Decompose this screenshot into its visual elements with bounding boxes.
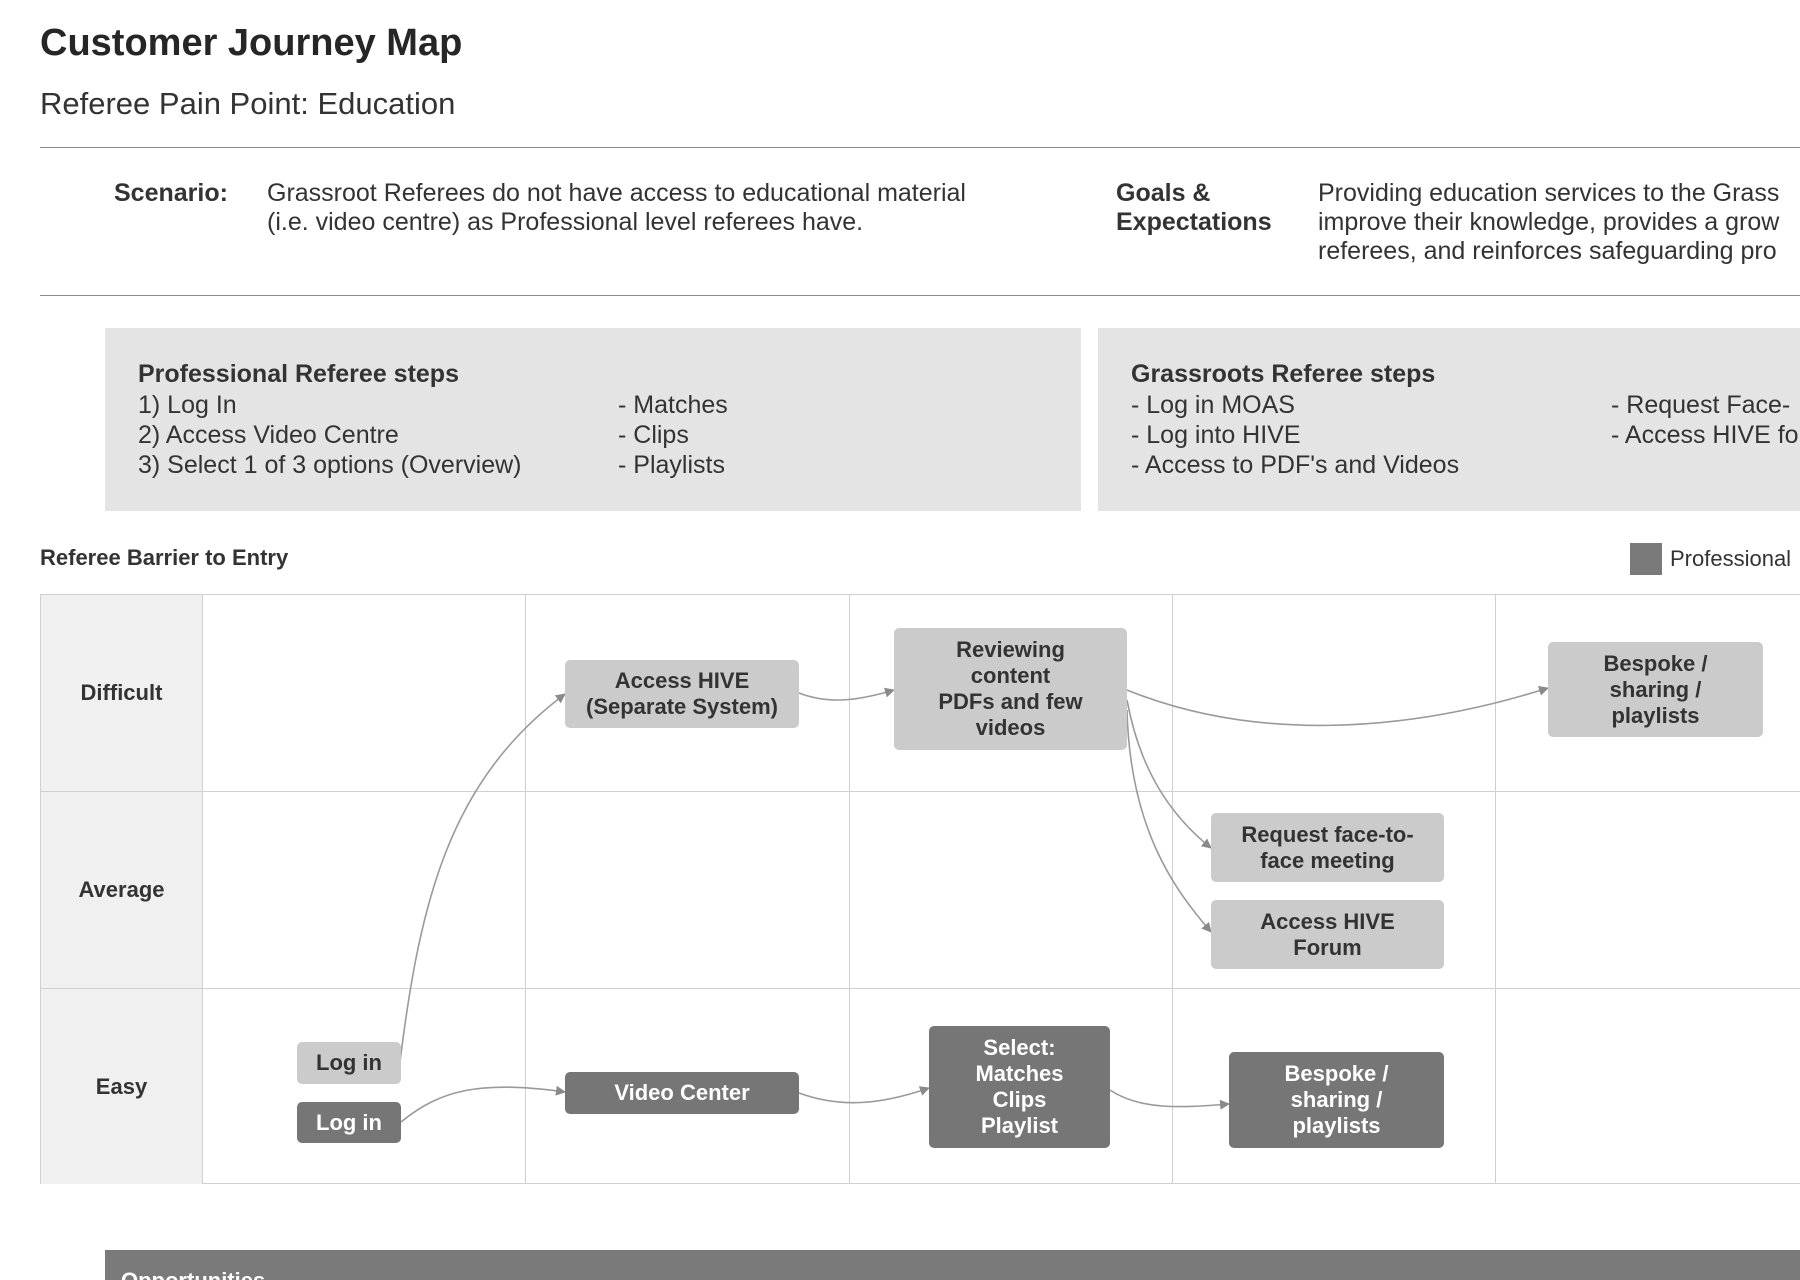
grassroots-step: - Log into HIVE: [1131, 421, 1301, 449]
professional-option: - Playlists: [618, 451, 725, 479]
goals-line: Providing education services to the Gras…: [1318, 179, 1780, 207]
node-line: sharing /: [1290, 1087, 1383, 1112]
grassroots-extra-step: - Request Face-: [1611, 391, 1791, 419]
grassroots-step: - Log in MOAS: [1131, 391, 1295, 419]
goals-line: improve their knowledge, provides a grow: [1318, 208, 1780, 236]
grassroots-extra-step: - Access HIVE fo: [1611, 421, 1799, 449]
page-subtitle: Referee Pain Point: Education: [40, 86, 456, 121]
opportunities-title: Opportunities: [121, 1268, 265, 1280]
node-bespoke-professional: Bespoke / sharing / playlists: [1229, 1052, 1444, 1148]
node-login-professional: Log in: [297, 1102, 401, 1143]
grid-row-divider: [41, 988, 1800, 989]
node-line: face meeting: [1260, 847, 1395, 873]
goals-label-line: Expectations: [1116, 208, 1272, 236]
node-select-options: Select: Matches Clips Playlist: [929, 1026, 1110, 1148]
scenario-line: (i.e. video centre) as Professional leve…: [267, 208, 864, 236]
node-line: Select:: [983, 1035, 1056, 1060]
legend-swatch-professional: [1630, 543, 1662, 575]
professional-option: - Clips: [618, 421, 689, 449]
grassroots-steps-title: Grassroots Referee steps: [1131, 360, 1436, 388]
goals-text: Providing education services to the Gras…: [1318, 179, 1779, 266]
node-line: PDFs and few: [938, 689, 1083, 714]
scenario-line: Grassroot Referees do not have access to…: [267, 179, 966, 207]
node-line: Access HIVE: [614, 668, 750, 693]
opportunities-bar: Opportunities: [105, 1250, 1800, 1280]
node-bespoke-grassroots: Bespoke / sharing / playlists: [1548, 642, 1763, 737]
grid-column-divider: [849, 595, 850, 1183]
professional-option: - Matches: [618, 391, 728, 419]
divider-top: [40, 147, 1800, 148]
node-line: Playlist: [980, 1113, 1059, 1138]
page-title: Customer Journey Map: [40, 22, 463, 64]
node-access-hive: Access HIVE (Separate System): [565, 660, 799, 728]
grid-column-divider: [1495, 595, 1496, 1183]
node-line: Request face-to-: [1241, 821, 1414, 847]
grassroots-steps-list: - Log in MOAS - Log into HIVE - Access t…: [1131, 390, 1459, 480]
row-label-easy: Easy: [41, 989, 202, 1184]
node-video-center: Video Center: [565, 1072, 799, 1114]
professional-steps-box: Professional Referee steps 1) Log In 2) …: [105, 328, 1081, 511]
node-reviewing-content: Reviewing content PDFs and few videos: [894, 628, 1127, 750]
node-line: playlists: [1292, 1113, 1381, 1138]
grassroots-extra-list: - Request Face- - Access HIVE fo: [1611, 390, 1799, 450]
grassroots-step: - Access to PDF's and Videos: [1131, 451, 1460, 479]
scenario-text: Grassroot Referees do not have access to…: [267, 179, 966, 237]
node-hive-forum: Access HIVE Forum: [1211, 900, 1444, 969]
barrier-grid: Difficult Average Easy: [40, 594, 1800, 1184]
goals-line: referees, and reinforces safeguarding pr…: [1318, 237, 1777, 265]
row-label-difficult: Difficult: [41, 595, 202, 791]
node-line: Clips: [992, 1087, 1047, 1112]
node-line: videos: [975, 715, 1046, 740]
node-line: Forum: [1293, 934, 1362, 960]
grid-column-divider: [525, 595, 526, 1183]
node-line: Matches: [975, 1061, 1064, 1086]
grid-row-divider: [41, 791, 1800, 792]
row-label-average: Average: [41, 792, 202, 988]
goals-label-line: Goals &: [1116, 179, 1211, 207]
grassroots-steps-box: Grassroots Referee steps - Log in MOAS -…: [1098, 328, 1800, 511]
node-line: Access HIVE: [1260, 908, 1395, 934]
node-line: Reviewing: [956, 637, 1065, 662]
node-line: (Separate System): [586, 694, 778, 719]
grid-column-divider: [202, 595, 203, 1183]
professional-step: 2) Access Video Centre: [138, 421, 399, 449]
grid-column-divider: [1172, 595, 1173, 1183]
legend: Professional: [1630, 543, 1791, 575]
divider-middle: [40, 295, 1800, 296]
goals-label: Goals & Expectations: [1116, 179, 1272, 237]
scenario-label: Scenario:: [114, 179, 228, 207]
node-line: Bespoke /: [1603, 650, 1708, 676]
professional-step: 1) Log In: [138, 391, 237, 419]
node-line: playlists: [1611, 702, 1700, 728]
professional-steps-list: 1) Log In 2) Access Video Centre 3) Sele…: [138, 390, 522, 480]
node-request-meeting: Request face-to- face meeting: [1211, 813, 1444, 882]
node-login-grassroots: Log in: [297, 1042, 401, 1084]
node-line: sharing /: [1609, 676, 1702, 702]
barrier-section-label: Referee Barrier to Entry: [40, 545, 289, 570]
professional-step: 3) Select 1 of 3 options (Overview): [138, 451, 522, 479]
professional-options-list: - Matches - Clips - Playlists: [618, 390, 728, 480]
node-line: content: [970, 663, 1051, 688]
legend-label-professional: Professional: [1670, 546, 1792, 571]
professional-steps-title: Professional Referee steps: [138, 360, 459, 388]
node-line: Bespoke /: [1284, 1061, 1389, 1086]
